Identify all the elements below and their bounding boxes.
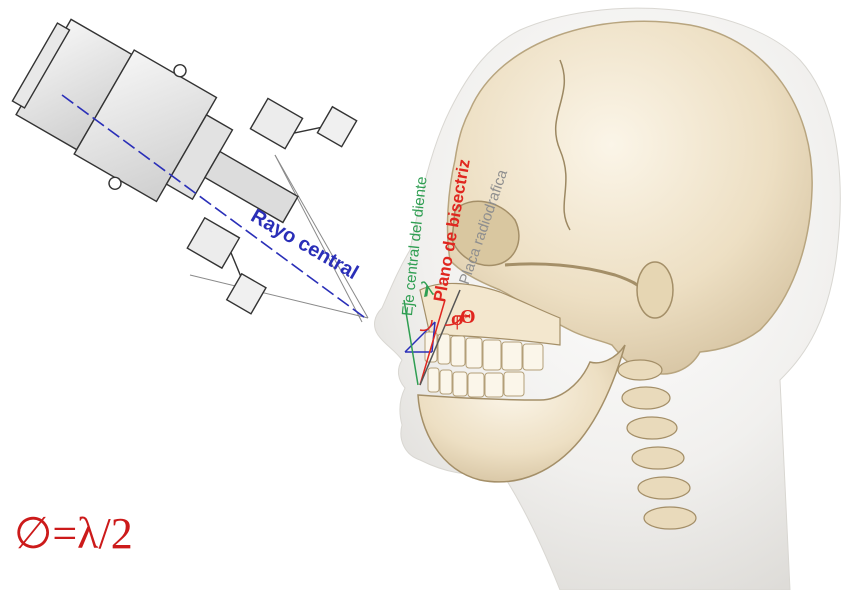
xray-tube-icon — [0, 0, 361, 314]
angle-theta-symbol: Θ — [460, 306, 476, 329]
bisecting-angle-formula: ∅=λ/2 — [14, 508, 133, 559]
